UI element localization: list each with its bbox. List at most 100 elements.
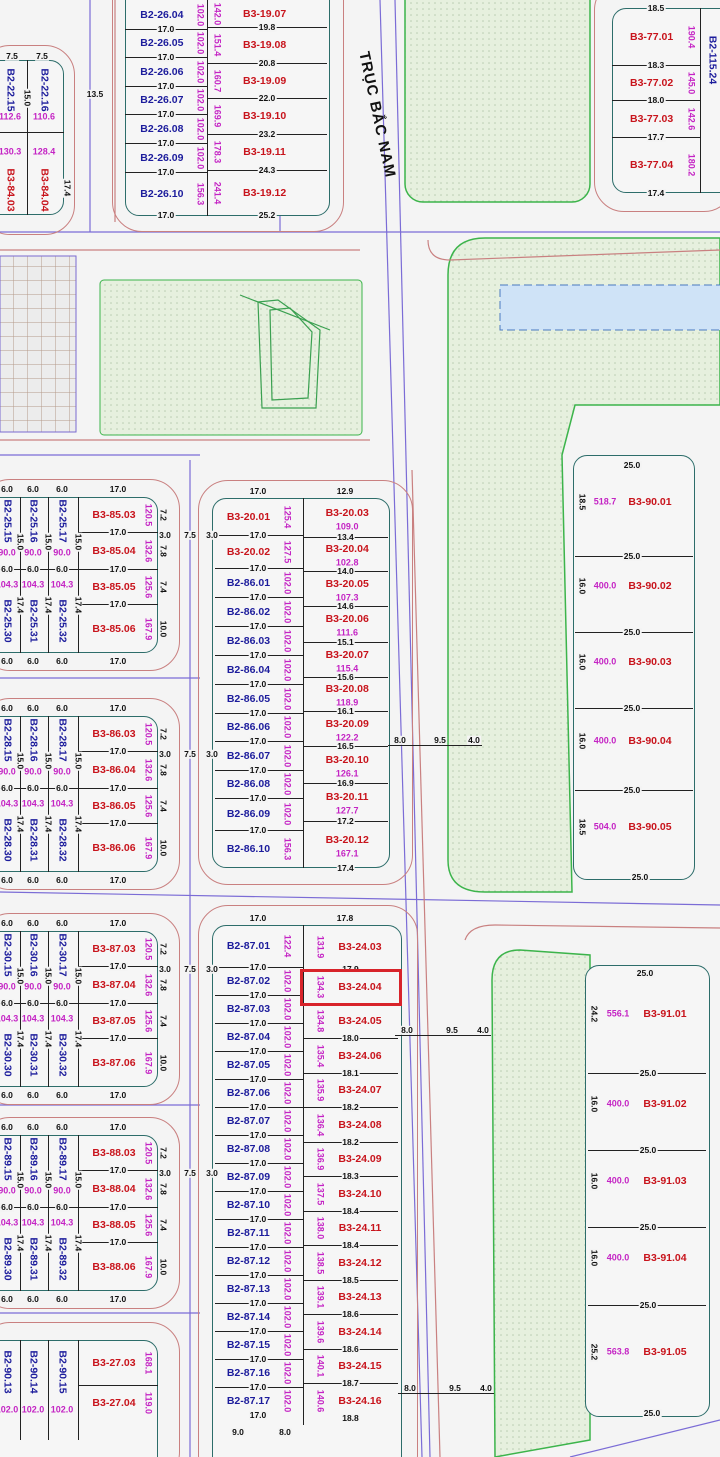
lot-id-label[interactable]: B2-30.30 [1,1033,14,1077]
lot-id-label[interactable]: B3-24.15 [338,1359,382,1372]
lot-id-label[interactable]: B2-26.09 [140,151,184,164]
lot-id-label[interactable]: B2-30.32 [56,1033,69,1077]
lot-id-label[interactable]: B3-20.02 [226,545,271,558]
lot-id-label[interactable]: B2-25.17 [56,499,69,543]
lot-id-label[interactable]: B3-20.08 [325,682,369,695]
lot-id-label[interactable]: B2-86.09 [226,807,271,820]
lot-id-label[interactable]: B2-87.09 [226,1170,271,1183]
lot-id-label[interactable]: B3-91.01 [643,1007,687,1020]
lot-id-label[interactable]: B2-26.06 [140,65,184,78]
lot-id-label[interactable]: B2-87.06 [226,1086,271,1099]
lot-id-label[interactable]: B2-89.17 [56,1137,69,1181]
lot-id-label[interactable]: B3-86.06 [92,841,136,854]
lot-id-label[interactable]: B3-86.03 [92,727,136,740]
lot-id-label[interactable]: B3-24.09 [338,1152,382,1165]
lot-id-label[interactable]: B2-86.05 [226,692,271,705]
lot-id-label[interactable]: B3-91.04 [643,1251,687,1264]
lot-id-label[interactable]: B3-91.03 [643,1174,687,1187]
lot-id-label[interactable]: B3-24.07 [338,1083,382,1096]
lot-id-label[interactable]: B3-20.11 [325,790,369,803]
lot-id-label[interactable]: B3-19.11 [243,145,286,158]
lot-id-label[interactable]: B2-87.14 [226,1310,271,1323]
lot-id-label[interactable]: B2-90.14 [27,1350,40,1394]
lot-id-label[interactable]: B2-87.07 [226,1114,271,1127]
lot-id-label[interactable]: B2-22.16 [38,68,51,112]
lot-id-label[interactable]: B2-89.31 [27,1237,40,1281]
lot-id-label[interactable]: B3-84.03 [4,168,17,212]
lot-id-label[interactable]: B2-89.32 [56,1237,69,1281]
lot-id-label[interactable]: B3-20.05 [325,577,369,590]
lot-id-label[interactable]: B3-20.04 [325,542,369,555]
lot-id-label[interactable]: B2-90.15 [56,1350,69,1394]
lot-id-label[interactable]: B3-27.04 [92,1396,136,1409]
lot-id-label[interactable]: B3-88.04 [92,1182,136,1195]
lot-id-label[interactable]: B3-86.04 [92,763,136,776]
lot-id-label[interactable]: B3-24.05 [338,1014,382,1027]
lot-id-label[interactable]: B3-91.05 [643,1345,687,1358]
lot-id-label[interactable]: B3-24.11 [338,1221,382,1234]
lot-id-label[interactable]: B3-88.05 [92,1218,136,1231]
lot-id-label[interactable]: B3-20.03 [325,506,369,519]
lot-id-label[interactable]: B3-20.10 [325,753,369,766]
lot-id-label[interactable]: B2-87.02 [226,974,271,987]
lot-id-label[interactable]: B3-77.01 [629,30,674,43]
lot-id-label[interactable]: B3-85.03 [92,508,136,521]
lot-id-label[interactable]: B2-86.08 [226,777,271,790]
lot-id-label[interactable]: B3-87.05 [92,1014,136,1027]
lot-id-label[interactable]: B2-26.04 [140,8,184,21]
lot-id-label[interactable]: B2-28.31 [27,818,40,862]
lot-id-label[interactable]: B2-86.10 [226,842,271,855]
lot-id-label[interactable]: B3-87.04 [92,978,136,991]
lot-id-label[interactable]: B3-20.06 [325,612,369,625]
lot-id-label[interactable]: B3-91.02 [643,1097,687,1110]
lot-id-label[interactable]: B3-85.06 [92,622,136,635]
lot-id-label[interactable]: B3-20.09 [325,717,369,730]
highlight-box-selected-lot[interactable] [300,969,402,1006]
lot-id-label[interactable]: B2-26.05 [140,36,184,49]
lot-id-label[interactable]: B3-27.03 [92,1356,136,1369]
lot-id-label[interactable]: B3-20.01 [226,510,271,523]
lot-id-label[interactable]: B2-87.08 [226,1142,271,1155]
lot-id-label[interactable]: B2-87.15 [226,1338,271,1351]
lot-id-label[interactable]: B2-89.30 [1,1237,14,1281]
lot-id-label[interactable]: B2-90.13 [1,1350,14,1394]
lot-id-label[interactable]: B3-88.03 [92,1146,136,1159]
lot-id-label[interactable]: B2-86.03 [226,634,271,647]
lot-id-label[interactable]: B2-87.11 [227,1226,270,1239]
lot-id-label[interactable]: B2-28.15 [1,718,14,762]
lot-id-label[interactable]: B2-28.17 [56,718,69,762]
lot-id-label[interactable]: B3-90.02 [628,579,672,592]
lot-id-label[interactable]: B3-24.16 [338,1394,382,1407]
lot-id-label[interactable]: B2-30.16 [27,933,40,977]
lot-id-label[interactable]: B3-87.03 [92,942,136,955]
lot-id-label[interactable]: B3-24.08 [338,1118,382,1131]
lot-id-label[interactable]: B3-19.10 [242,109,287,122]
lot-id-label[interactable]: B2-28.32 [56,818,69,862]
lot-id-label[interactable]: B2-22.15 [4,68,17,112]
lot-id-label[interactable]: B3-19.09 [242,74,287,87]
lot-id-label[interactable]: B3-77.04 [629,158,674,171]
lot-id-label[interactable]: B2-87.01 [226,939,271,952]
lot-id-label[interactable]: B3-85.05 [92,580,136,593]
lot-id-label[interactable]: B2-86.06 [226,720,271,733]
lot-id-label[interactable]: B2-87.16 [226,1366,271,1379]
lot-id-label[interactable]: B3-24.06 [338,1049,382,1062]
lot-id-label[interactable]: B2-87.04 [226,1030,271,1043]
lot-id-label[interactable]: B3-20.12 [325,833,369,846]
lot-id-label[interactable]: B3-19.08 [242,38,287,51]
lot-id-label[interactable]: B2-26.08 [140,122,184,135]
lot-id-label[interactable]: B2-87.13 [226,1282,271,1295]
lot-id-label[interactable]: B3-77.03 [629,112,674,125]
lot-id-label[interactable]: B2-89.15 [1,1137,14,1181]
lot-id-label[interactable]: B2-30.17 [56,933,69,977]
lot-id-label[interactable]: B3-24.13 [338,1290,382,1303]
lot-id-label[interactable]: B3-20.07 [325,648,369,661]
lot-id-label[interactable]: B3-84.04 [38,168,51,212]
lot-id-label[interactable]: B3-24.12 [338,1256,382,1269]
lot-id-label[interactable]: B2-89.16 [27,1137,40,1181]
lot-id-label[interactable]: B2-87.10 [226,1198,271,1211]
lot-id-label[interactable]: B2-26.07 [140,93,184,106]
lot-id-label[interactable]: B2-87.17 [226,1394,271,1407]
lot-id-label[interactable]: B2-25.16 [27,499,40,543]
lot-id-label[interactable]: B2-86.01 [226,576,271,589]
